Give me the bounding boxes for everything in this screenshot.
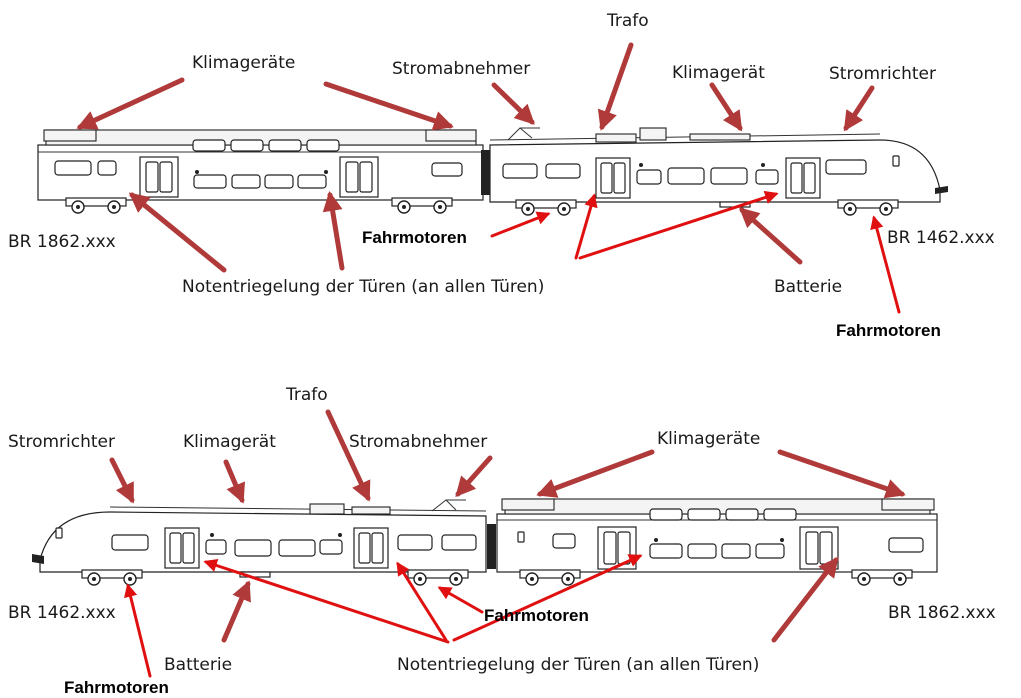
callout-arrows <box>76 42 906 678</box>
label-bot-klimageraete: Klimageräte <box>657 429 760 449</box>
arrow-top-notentriegelung-left <box>128 192 227 273</box>
arrow-bot-door-emergency-3 <box>452 554 643 642</box>
arrow-bot-stromabnehmer <box>455 455 493 497</box>
arrow-top-fahrmotoren-mid <box>490 211 551 238</box>
label-top-stromrichter: Stromrichter <box>829 64 936 84</box>
label-bot-fahrmotoren-bottom: Fahrmotoren <box>64 678 169 697</box>
arrow-bot-fahrmotoren-bottom <box>124 583 152 678</box>
arrow-bot-fahrmotoren-mid <box>437 586 484 614</box>
label-top-fahrmotoren-right: Fahrmotoren <box>836 321 941 340</box>
top-car-br1462 <box>489 127 948 216</box>
arrow-bot-trafo <box>325 409 371 502</box>
labels: Klimageräte Stromabnehmer Trafo Klimager… <box>8 11 996 697</box>
arrow-top-klimageraete-right <box>323 81 454 131</box>
label-top-klimageraet: Klimagerät <box>672 63 765 83</box>
label-bot-br1862: BR 1862.xxx <box>888 603 996 623</box>
label-top-klimageraete: Klimageräte <box>192 53 295 73</box>
bottom-train <box>32 498 938 586</box>
label-bot-fahrmotoren-mid: Fahrmotoren <box>484 606 589 625</box>
label-bot-stromrichter: Stromrichter <box>8 432 115 452</box>
arrow-top-door-emergency-1 <box>574 193 598 260</box>
label-bot-stromabnehmer: Stromabnehmer <box>349 432 487 452</box>
label-top-trafo: Trafo <box>606 11 649 31</box>
arrow-top-klimageraete-left <box>76 77 185 130</box>
top-train <box>37 127 948 216</box>
arrow-top-trafo <box>597 42 634 131</box>
label-top-br1862: BR 1862.xxx <box>8 232 116 252</box>
bottom-car-br1462 <box>32 499 487 586</box>
label-top-stromabnehmer: Stromabnehmer <box>392 59 530 79</box>
arrow-bot-klimageraete-right <box>777 449 906 499</box>
arrow-top-fahrmotoren-right <box>870 215 901 314</box>
arrow-top-stromrichter <box>843 85 875 132</box>
arrow-bot-klimageraete-left <box>536 449 655 498</box>
label-top-notentriegelung: Notentriegelung der Türen (an allen Türe… <box>182 277 544 297</box>
arrow-bot-klimageraet <box>223 459 246 504</box>
arrow-top-door-emergency-2 <box>578 190 779 260</box>
bottom-car-br1862 <box>496 498 938 586</box>
arrow-top-klimageraet <box>709 82 743 132</box>
label-bot-klimageraet: Klimagerät <box>183 432 276 452</box>
arrow-top-batterie <box>739 207 803 265</box>
arrow-top-notentriegelung-mid <box>322 191 345 271</box>
label-bot-notentriegelung: Notentriegelung der Türen (an allen Türe… <box>397 655 759 675</box>
top-car-br1862 <box>37 129 484 214</box>
arrow-bot-stromrichter <box>109 457 135 504</box>
arrow-top-stromabnehmer <box>491 82 535 125</box>
label-bot-br1462: BR 1462.xxx <box>8 603 116 623</box>
arrow-bot-notentriegelung-right <box>771 556 839 643</box>
label-top-br1462: BR 1462.xxx <box>887 228 995 248</box>
arrow-bot-door-emergency-1 <box>203 558 450 644</box>
label-bot-trafo: Trafo <box>285 385 328 405</box>
label-top-fahrmotoren-mid: Fahrmotoren <box>362 228 467 247</box>
label-top-batterie: Batterie <box>774 277 842 297</box>
arrow-bot-door-emergency-2 <box>396 561 448 642</box>
label-bot-batterie: Batterie <box>164 655 232 675</box>
arrow-bot-batterie <box>221 580 251 643</box>
